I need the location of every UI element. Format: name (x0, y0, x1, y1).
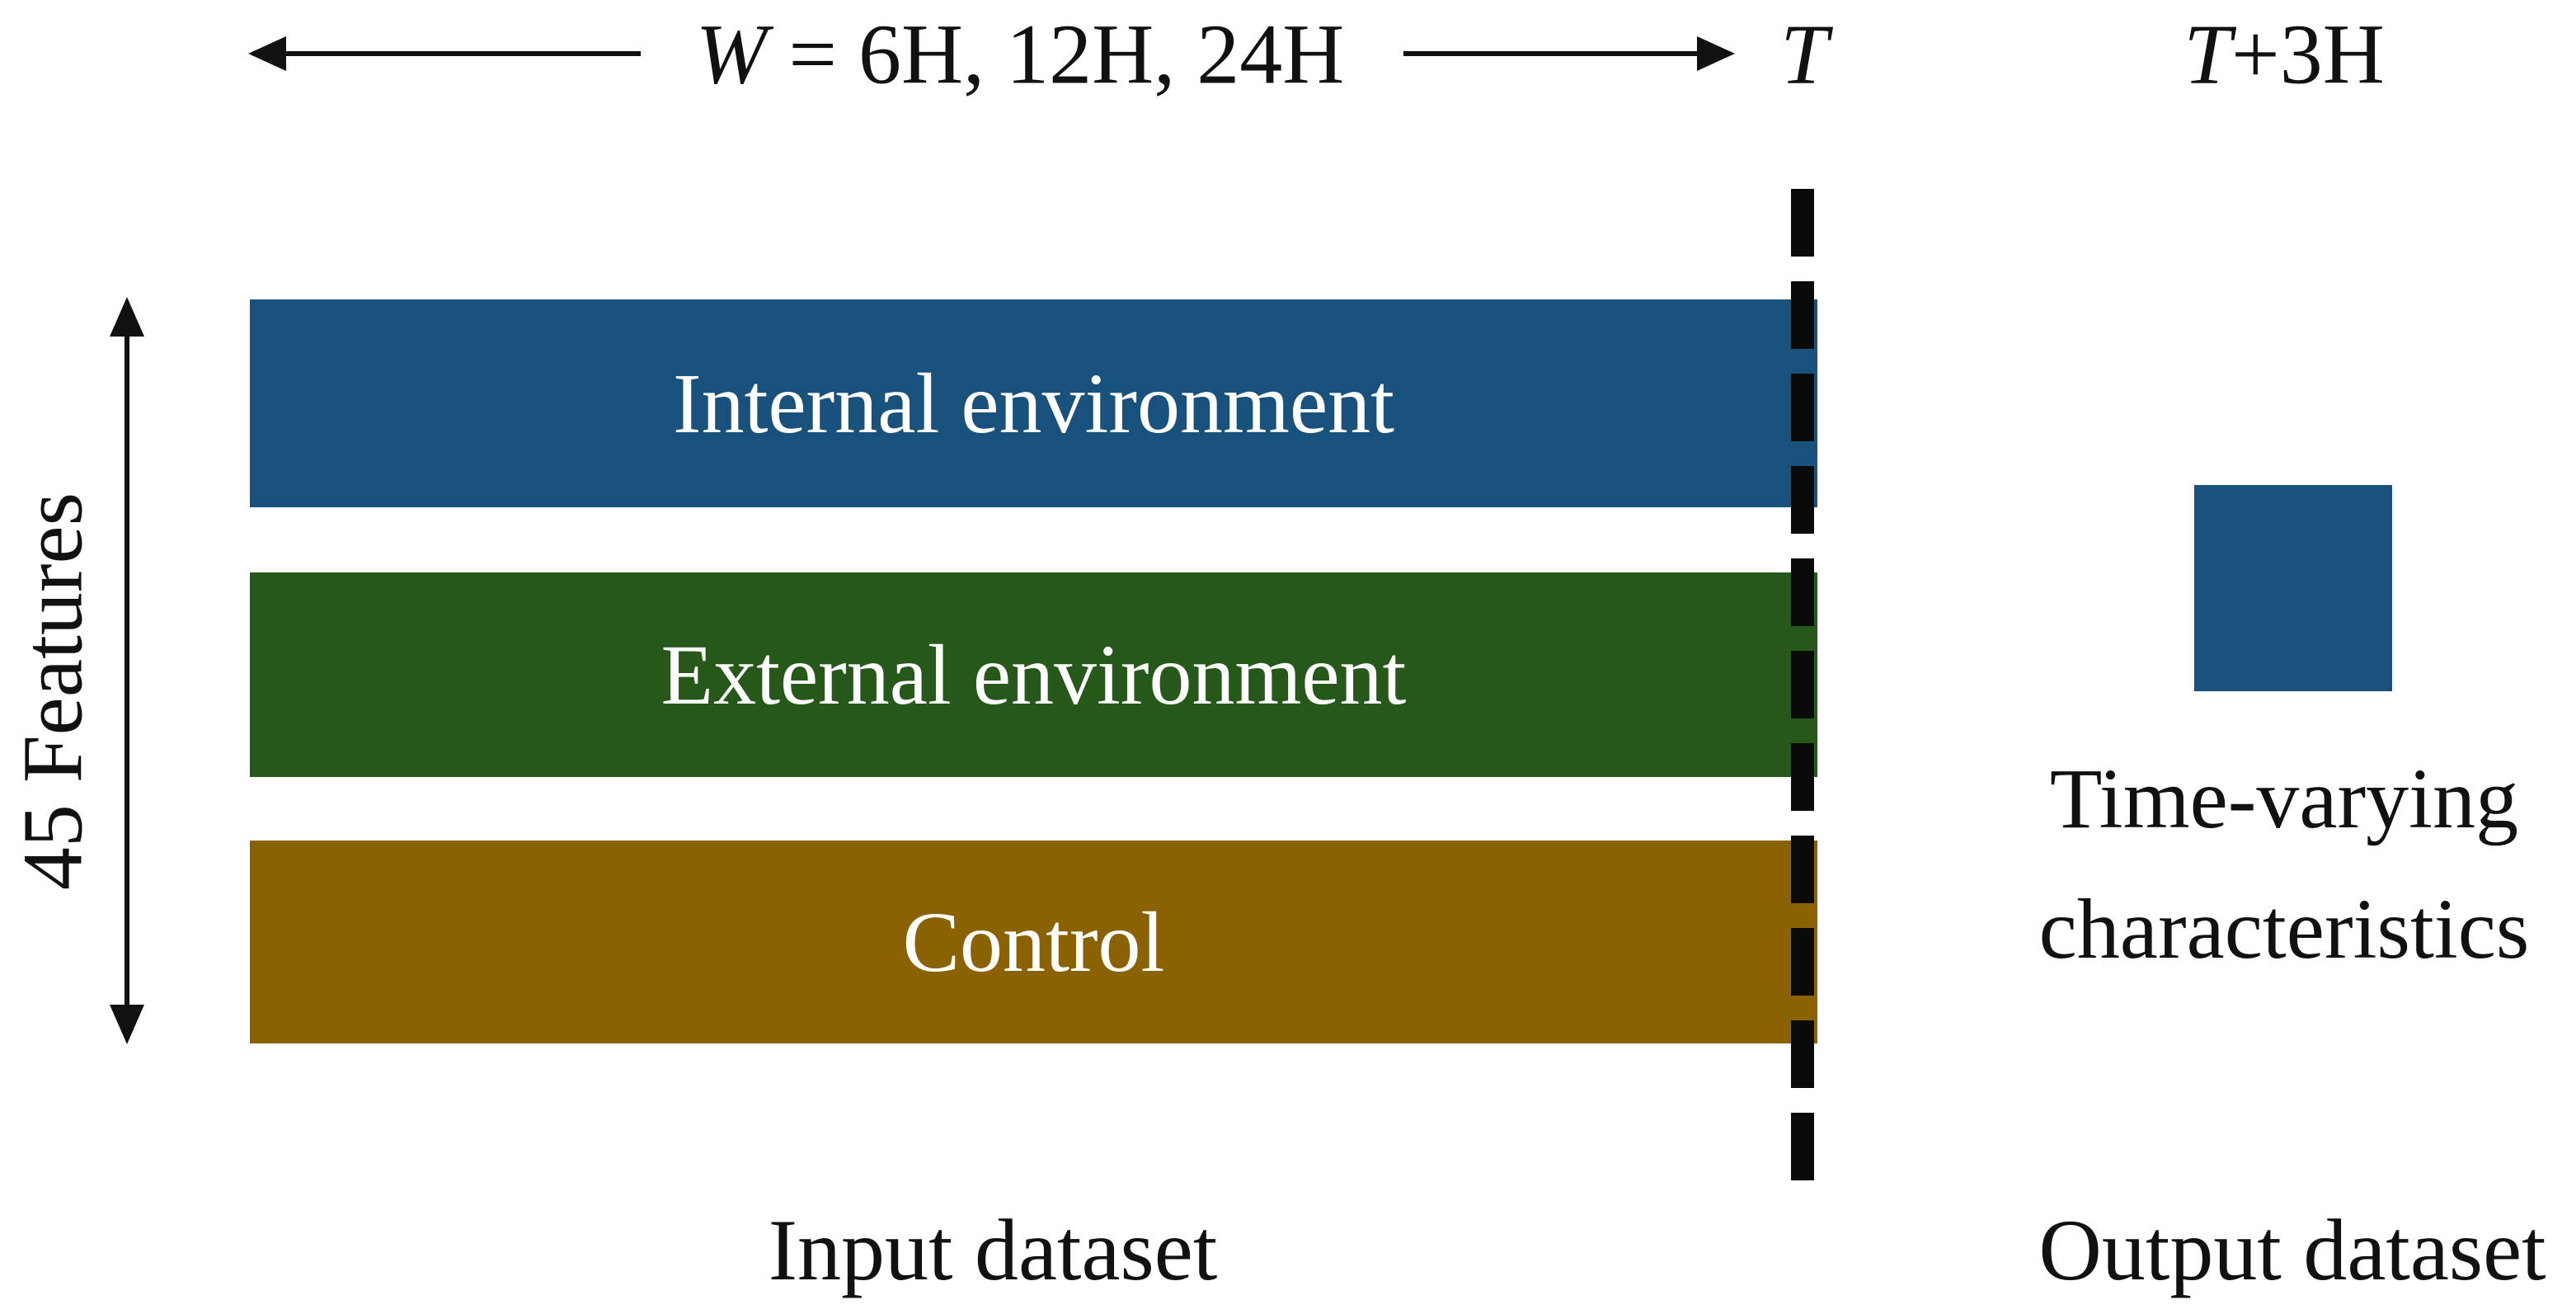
window-values: = 6H, 12H, 24H (767, 7, 1345, 102)
time-varying-label-line1: Time-varying (2049, 751, 2519, 846)
arrowhead-left-icon (248, 36, 286, 71)
input-dataset-caption: Input dataset (768, 1202, 1218, 1298)
t-plus-variable: T (2183, 7, 2232, 102)
present-time-dashed-line (1791, 189, 1814, 1185)
bar-internal-environment: Internal environment (250, 299, 1817, 507)
arrowhead-up-icon (110, 297, 144, 337)
time-t-label: T (1780, 7, 1828, 102)
time-varying-label: Time-varying characteristics (2039, 734, 2530, 995)
t-plus-offset: +3H (2231, 7, 2385, 102)
arrowhead-down-icon (110, 1005, 144, 1044)
bar-internal-environment-label: Internal environment (672, 356, 1394, 451)
features-count-label: 45 Features (5, 492, 101, 891)
bar-control: Control (250, 841, 1817, 1043)
window-variable-w: W (695, 7, 768, 102)
window-arrow-left-line (284, 51, 641, 56)
bar-external-environment: External environment (250, 572, 1817, 777)
window-arrow-right-line (1403, 51, 1699, 56)
bar-control-label: Control (902, 894, 1165, 990)
time-varying-label-line2: characteristics (2038, 882, 2530, 977)
time-t-plus-3h-label: T+3H (2183, 6, 2385, 104)
time-varying-legend-swatch (2194, 485, 2392, 691)
output-dataset-caption: Output dataset (2038, 1202, 2546, 1298)
features-arrow-line (125, 307, 129, 1038)
arrowhead-right-icon (1697, 36, 1735, 71)
window-size-label: W = 6H, 12H, 24H (696, 6, 1345, 104)
bar-external-environment-label: External environment (660, 627, 1407, 723)
